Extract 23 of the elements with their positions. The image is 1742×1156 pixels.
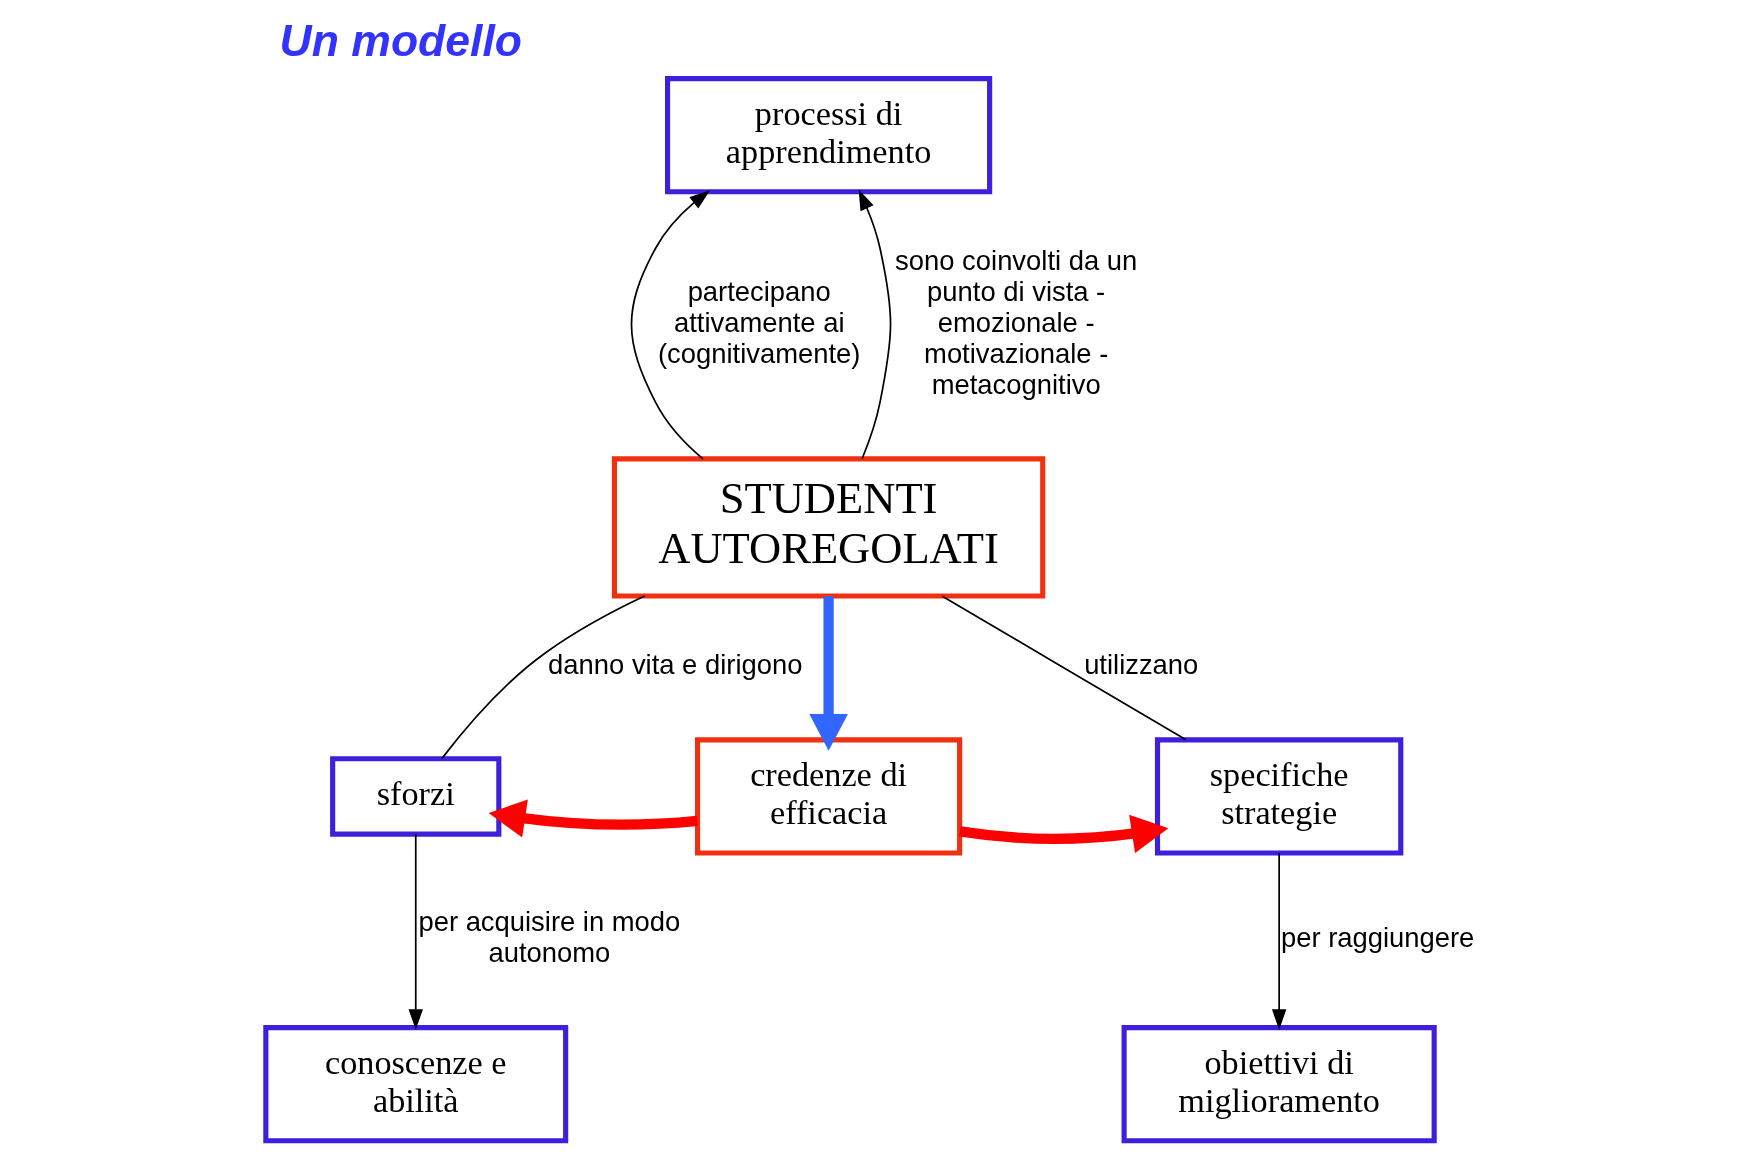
- arrow: [959, 814, 1169, 853]
- arrow: [630, 190, 711, 460]
- node-box: obiettivi di miglioramento: [1121, 1025, 1437, 1144]
- node-box: sforzi: [330, 756, 502, 837]
- connector: [440, 595, 646, 760]
- node-box: processi di apprendimento: [665, 76, 993, 195]
- arrow: [858, 189, 892, 460]
- arrow: [1271, 852, 1287, 1030]
- arrow: [408, 833, 423, 1030]
- edge-label: sono coinvolti da un punto di vista - emozionale - motivazionale - metacognitivo: [895, 245, 1138, 400]
- diagram-title: Un modello: [279, 16, 523, 66]
- edge-label: per raggiungere: [1280, 921, 1475, 953]
- edge-label: danno vita e dirigono: [548, 649, 803, 681]
- edge-label: per acquisire in modo autonomo: [418, 906, 681, 969]
- connector: [941, 595, 1187, 741]
- edge-label: partecipano attivamente ai (cognitivamente): [657, 275, 861, 369]
- node-box: conoscenze e abilità: [263, 1025, 569, 1144]
- arrow: [809, 596, 848, 751]
- node-box: STUDENTI AUTOREGOLATI: [611, 456, 1046, 599]
- node-box: specifiche strategie: [1154, 737, 1404, 856]
- node-box: credenze di efficacia: [694, 737, 963, 856]
- arrow: [488, 799, 698, 838]
- edge-label: utilizzano: [1084, 649, 1199, 681]
